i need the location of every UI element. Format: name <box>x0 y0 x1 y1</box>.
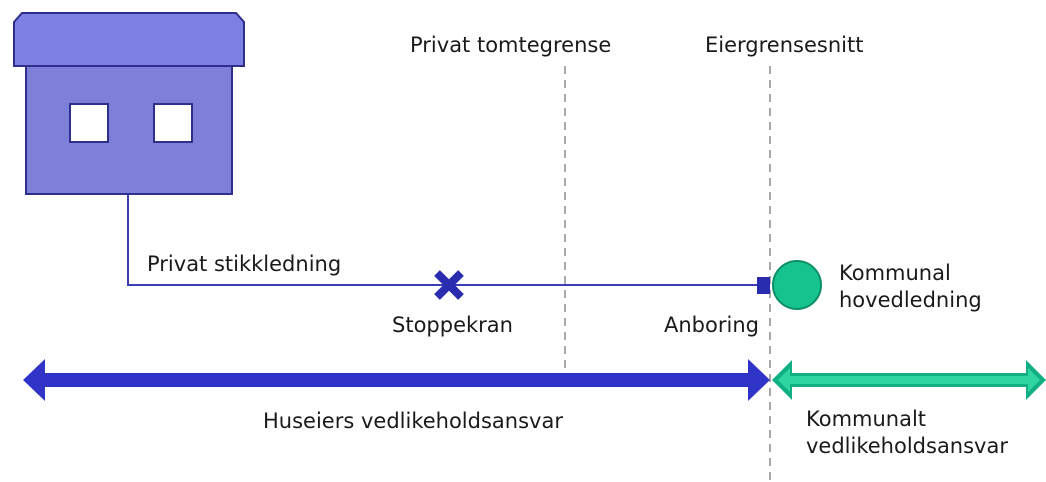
municipal-responsibility-label-line2: vedlikeholdsansvar <box>806 434 1008 458</box>
stop-valve-icon <box>434 270 464 300</box>
stop-valve-label: Stoppekran <box>392 313 513 337</box>
tapping-label: Anboring <box>664 313 759 337</box>
house-window-left <box>69 103 109 143</box>
homeowner-responsibility-label: Huseiers vedlikeholdsansvar <box>263 409 563 433</box>
municipal-responsibility-arrow-inner <box>778 368 1040 392</box>
private-service-pipe-label: Privat stikkledning <box>147 252 342 276</box>
private-service-pipe-line <box>127 194 760 286</box>
municipal-main-label-line1: Kommunal <box>839 261 951 285</box>
municipal-main-label-line2: hovedledning <box>839 288 982 312</box>
homeowner-responsibility-arrow <box>23 359 770 401</box>
house-roof <box>13 12 245 67</box>
tapping-icon <box>757 277 770 294</box>
municipal-main-icon <box>772 260 822 310</box>
house-wall <box>25 59 233 195</box>
private-plot-boundary-label: Privat tomtegrense <box>410 33 612 57</box>
house-window-right <box>153 103 193 143</box>
house-icon <box>13 12 245 195</box>
owner-interface-label: Eiergrensesnitt <box>705 33 864 57</box>
municipal-responsibility-label-line1: Kommunalt <box>806 407 927 431</box>
